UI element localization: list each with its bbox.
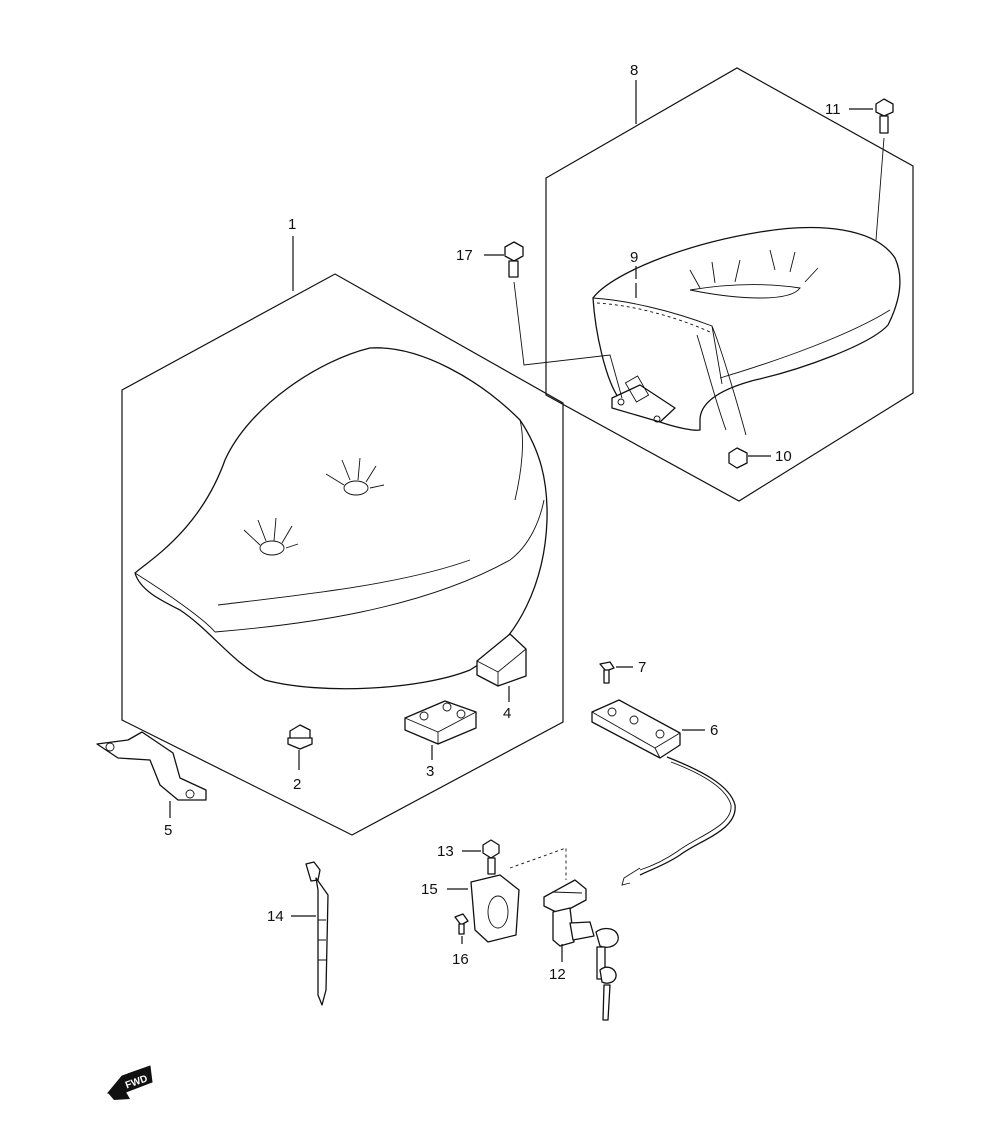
rubber-block[interactable] [476,633,527,687]
callout-4: 4 [503,705,511,722]
callout-7: 7 [638,659,646,676]
seat-lock[interactable] [543,879,619,1021]
seat-lock-lever[interactable] [591,699,681,759]
front-seat[interactable] [134,347,548,690]
callout-5: 5 [164,822,172,839]
cushion-nut[interactable] [287,724,313,750]
lock-bolt[interactable] [482,839,500,875]
rear-seat-bolt[interactable] [875,98,894,134]
rear-seat-nut[interactable] [728,447,748,469]
screw[interactable] [599,661,615,684]
rear-seat-group: 8 [545,62,914,502]
lock-cable[interactable] [621,756,736,886]
rear-seat[interactable] [592,226,901,436]
front-seat-group: 1 [121,216,564,836]
front-seat-outline [121,273,564,836]
forward-arrow-icon: FWD [106,1065,153,1100]
lock-screw[interactable] [454,913,469,935]
cushion-block[interactable] [404,700,477,745]
callout-1: 1 [288,216,296,233]
callout-8: 8 [630,62,638,79]
callout-11: 11 [825,101,841,118]
callout-2: 2 [293,776,301,793]
lock-bracket[interactable] [470,874,520,943]
callout-3: 3 [426,763,434,780]
callout-16: 16 [452,951,469,968]
callout-6: 6 [710,722,718,739]
callout-10: 10 [775,448,792,465]
callout-12: 12 [549,966,566,983]
callout-15: 15 [421,881,438,898]
rear-seat-outline [545,67,914,502]
callout-14: 14 [267,908,284,925]
callout-9: 9 [630,249,638,266]
seat-bracket[interactable] [96,731,207,801]
callout-17: 17 [456,247,473,264]
rear-seat-mount-bolt[interactable] [504,241,524,278]
cable-tie[interactable] [305,861,329,1006]
callout-13: 13 [437,843,454,860]
